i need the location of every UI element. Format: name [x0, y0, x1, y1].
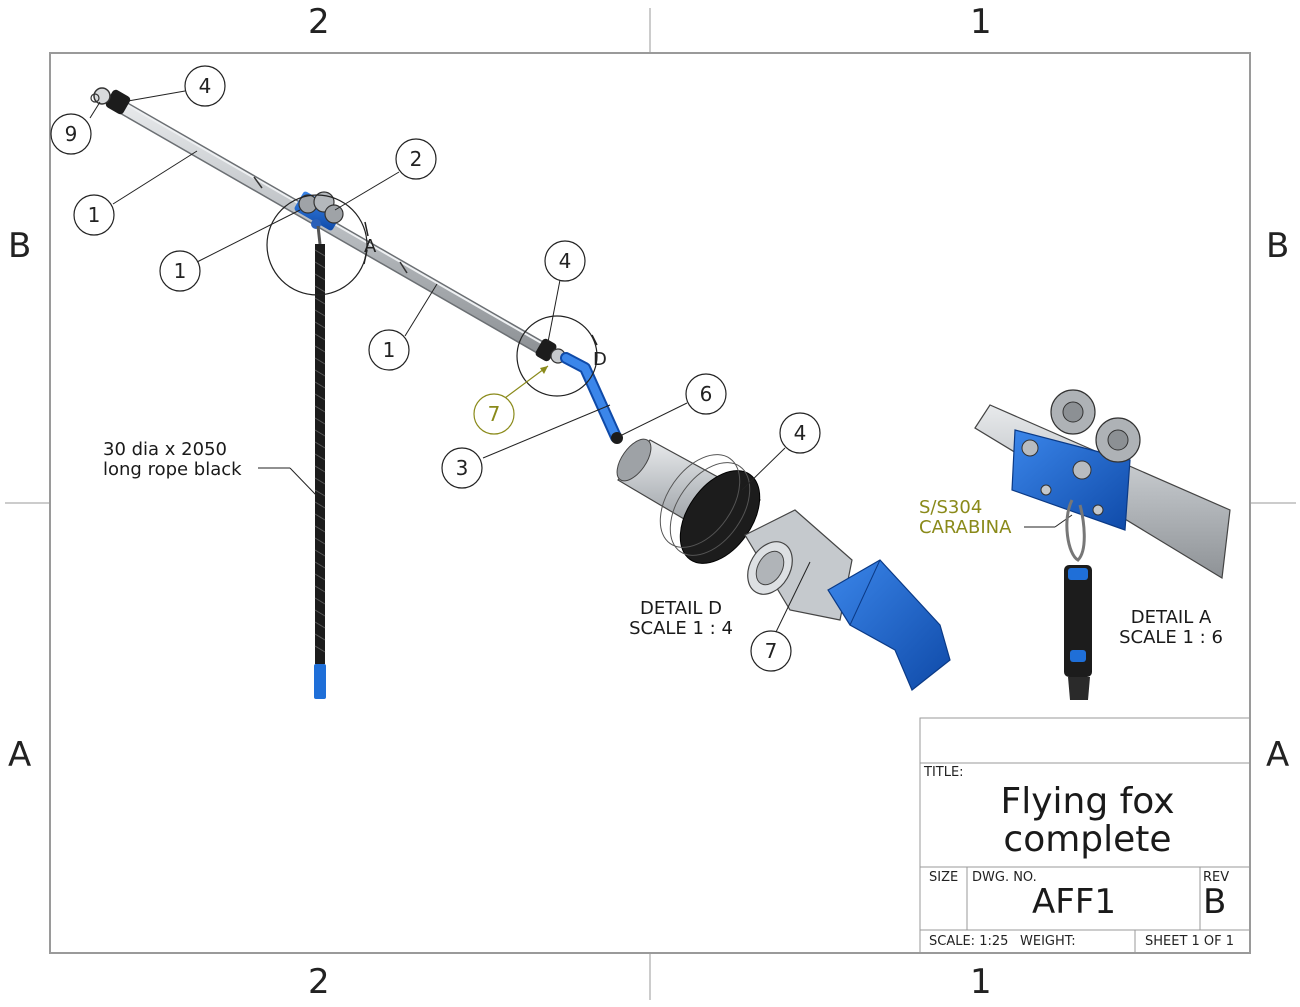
balloon-1-c-text: 1	[383, 338, 396, 362]
carabina-note: S/S304 CARABINA	[919, 498, 1011, 538]
detail-circle-a	[266, 194, 369, 296]
drawing-title-line-1: Flying fox	[1000, 781, 1175, 822]
sheet-border	[5, 8, 1296, 1000]
balloon-7-arrow	[540, 366, 548, 374]
title-label: TITLE:	[924, 765, 964, 780]
balloon-2-text: 2	[410, 147, 423, 171]
zone-left-b: B	[8, 226, 32, 266]
balloon-4-mid-text: 4	[559, 249, 572, 273]
balloon-4-top: 4	[184, 65, 226, 107]
detail-d-caption: DETAIL D SCALE 1 : 4	[622, 599, 740, 639]
balloon-4-detail-text: 4	[794, 421, 807, 445]
balloon-7-detail-text: 7	[765, 639, 778, 663]
balloon-7-mid: 7	[473, 393, 515, 435]
detail-a-marker: A	[364, 236, 377, 257]
balloon-1-a: 1	[73, 194, 115, 236]
size-label: SIZE	[929, 870, 959, 885]
title-block	[919, 717, 1251, 954]
rope	[314, 244, 326, 699]
balloon-7-detail: 7	[750, 630, 792, 672]
balloon-4-top-text: 4	[199, 74, 212, 98]
balloon-1-c: 1	[368, 329, 410, 371]
rope-note: 30 dia x 2050 long rope black	[103, 440, 242, 480]
balloon-leaders	[89, 90, 1073, 528]
carabina-note-line-1: S/S304	[919, 497, 983, 518]
balloon-3: 3	[441, 447, 483, 489]
balloon-7-leader	[504, 365, 549, 399]
weight-field: WEIGHT:	[1020, 934, 1076, 949]
scale-field: SCALE: 1:25	[929, 934, 1009, 949]
zone-right-b: B	[1266, 226, 1290, 266]
balloon-3-text: 3	[456, 456, 469, 480]
rope-note-line-1: 30 dia x 2050	[103, 439, 227, 460]
rev-label: REV	[1203, 870, 1230, 885]
right-end-assembly	[535, 338, 623, 444]
drawing-title-line-2: complete	[1003, 819, 1172, 860]
detail-a-caption: DETAIL A SCALE 1 : 6	[1110, 608, 1232, 648]
zone-left-a: A	[8, 735, 32, 775]
balloon-6-text: 6	[700, 382, 713, 406]
detail-a-caption-title: DETAIL A	[1130, 607, 1212, 628]
balloon-1-a-text: 1	[88, 203, 101, 227]
zone-bottom-1: 1	[970, 962, 992, 1002]
balloon-9-text: 9	[65, 122, 78, 146]
zone-top-1: 1	[970, 2, 992, 42]
balloon-4-mid: 4	[544, 240, 586, 282]
detail-d-caption-scale: SCALE 1 : 4	[629, 618, 733, 639]
drawing-title: Flying fox complete	[940, 783, 1235, 859]
dwg-no-value: AFF1	[1032, 882, 1117, 922]
dwg-no-label: DWG. NO.	[972, 870, 1037, 885]
balloon-9: 9	[50, 113, 92, 155]
balloon-1-b-text: 1	[174, 259, 187, 283]
balloon-4-detail: 4	[779, 412, 821, 454]
zone-right-a: A	[1266, 735, 1290, 775]
zone-bottom-2: 2	[308, 962, 330, 1002]
detail-a-caption-scale: SCALE 1 : 6	[1119, 627, 1223, 648]
left-end-fitting	[90, 87, 131, 115]
balloon-2: 2	[395, 138, 437, 180]
zone-top-2: 2	[308, 2, 330, 42]
detail-circle-d	[516, 315, 598, 397]
detail-d-view	[616, 438, 951, 691]
detail-d-caption-title: DETAIL D	[639, 598, 723, 619]
detail-a-view	[974, 389, 1231, 700]
detail-d-leaders	[741, 447, 811, 633]
trolley	[294, 191, 344, 245]
rev-value: B	[1203, 882, 1227, 922]
sheet-field: SHEET 1 OF 1	[1145, 934, 1235, 949]
balloon-7-mid-text: 7	[488, 402, 501, 426]
carabina-note-line-2: CARABINA	[919, 517, 1012, 538]
rope-note-line-2: long rope black	[103, 459, 242, 480]
balloon-6: 6	[685, 373, 727, 415]
balloon-1-b: 1	[159, 250, 201, 292]
detail-d-marker: D	[593, 349, 607, 370]
